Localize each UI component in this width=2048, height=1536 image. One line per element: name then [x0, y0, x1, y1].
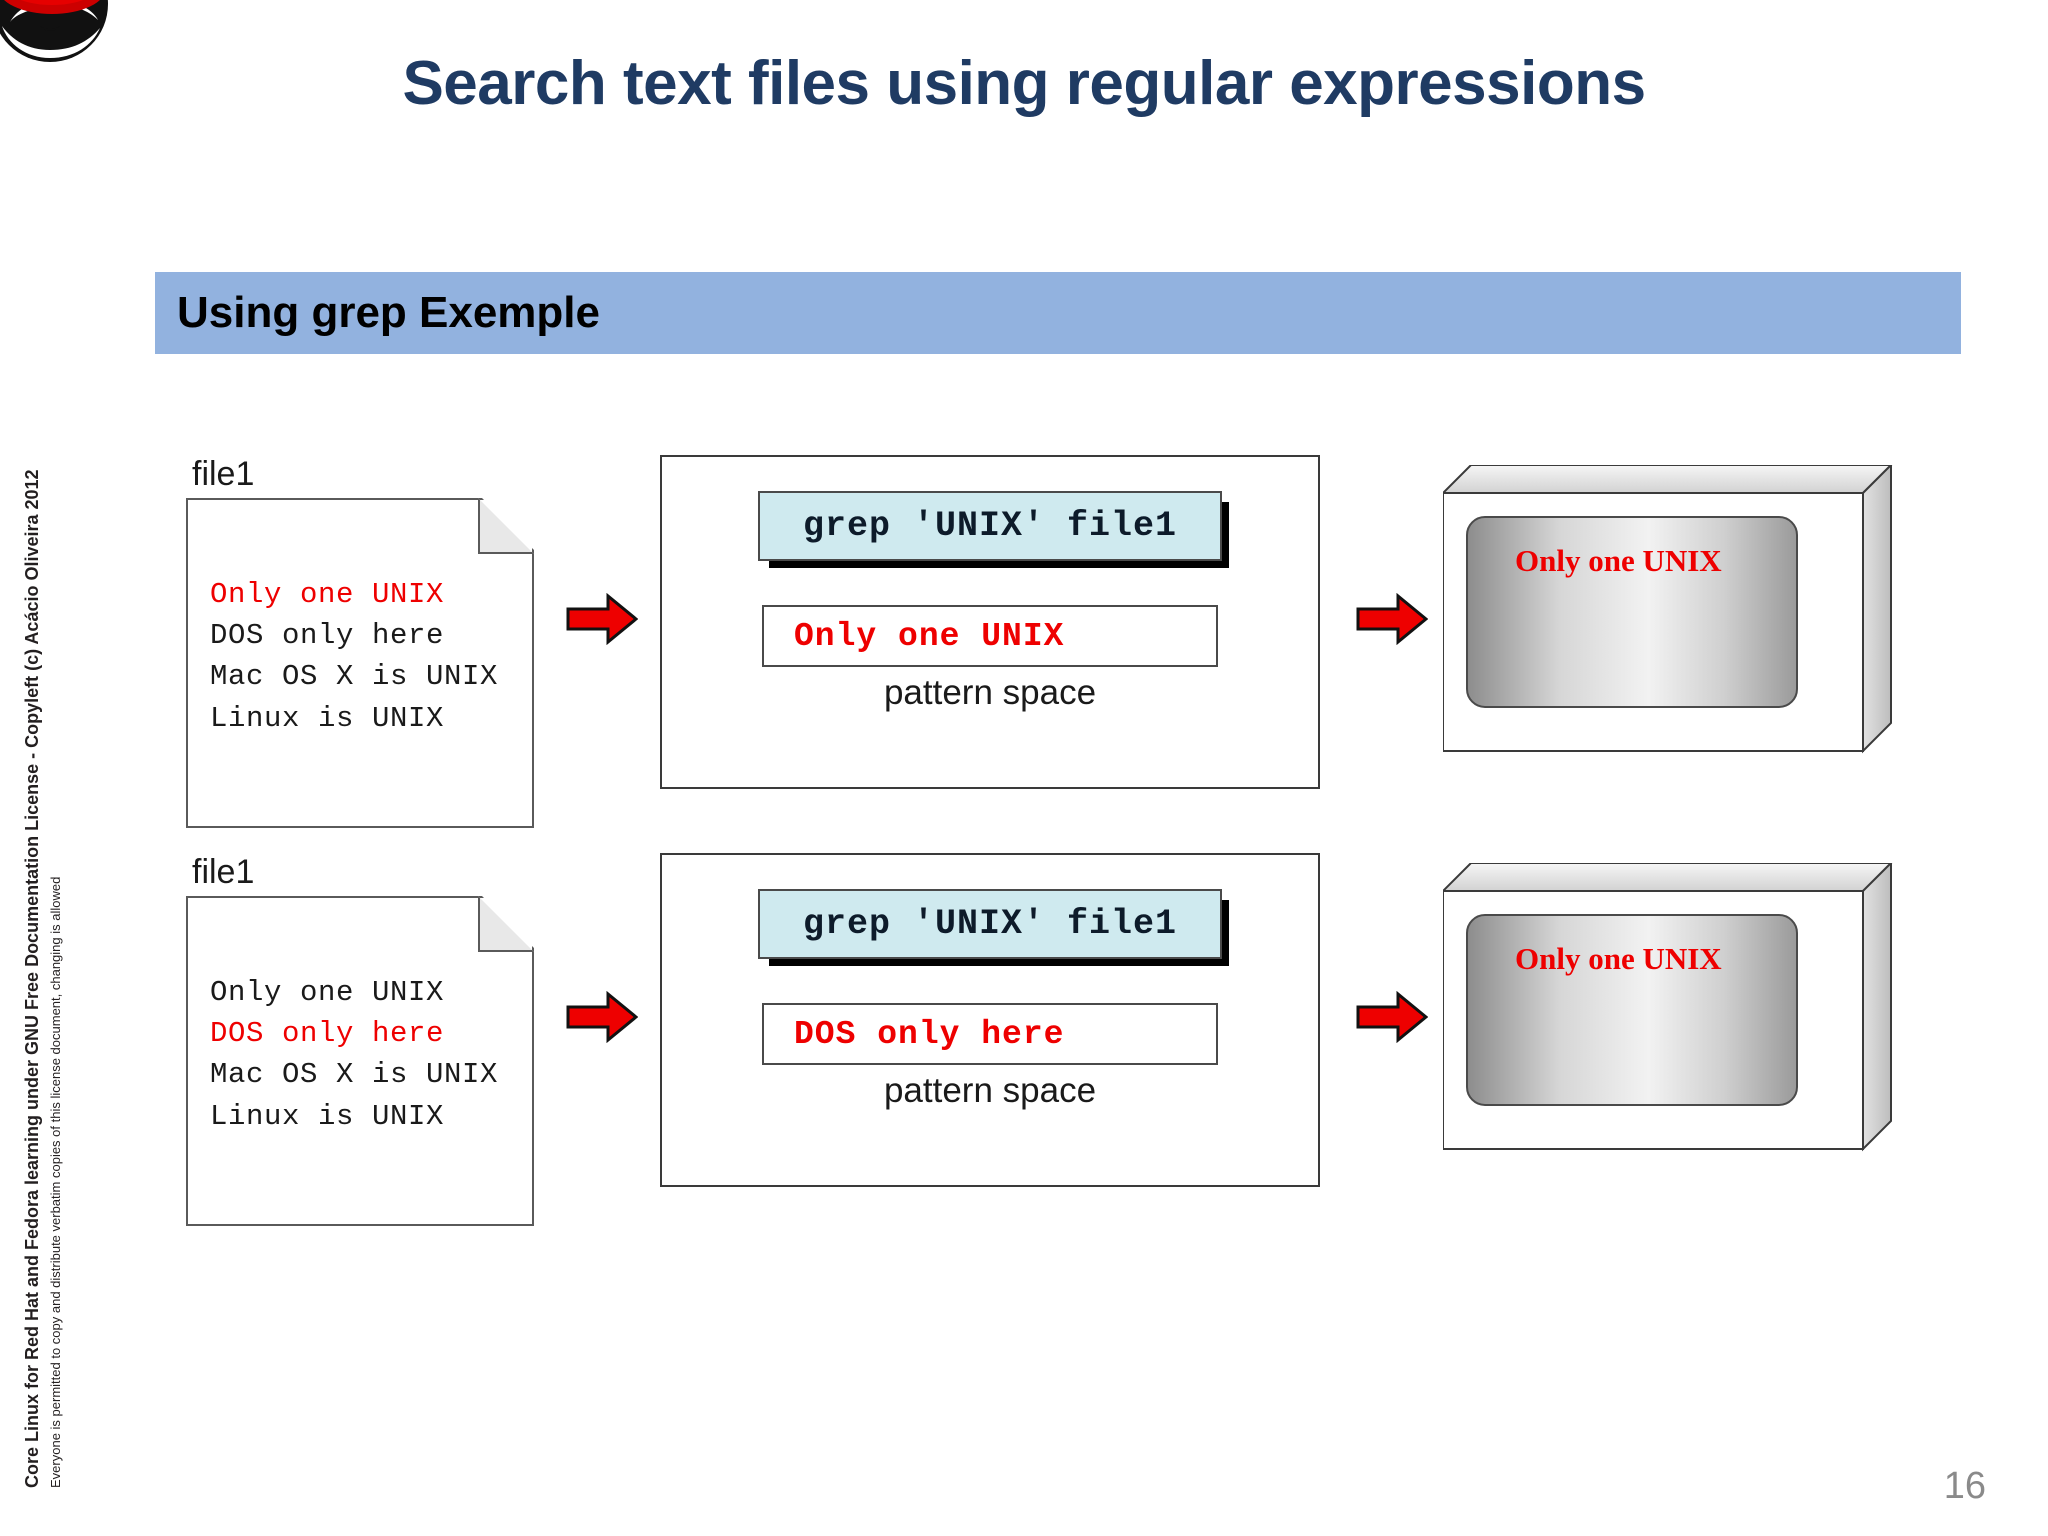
flow-row-1: file1 Only one UNIX DOS only here Mac OS…	[0, 455, 2048, 828]
page-fold-corner-icon	[478, 896, 534, 952]
doc-line: DOS only here	[210, 1017, 445, 1051]
arrow-right-icon	[1356, 991, 1428, 1043]
document-sheet-1: Only one UNIX DOS only here Mac OS X is …	[186, 498, 534, 828]
monitor-screen-text-1: Only one UNIX	[1515, 543, 1722, 578]
red-hat-logo	[0, 0, 128, 84]
section-header-bar: Using grep Exemple	[155, 272, 1961, 354]
page-fold-corner-icon	[478, 498, 534, 554]
grep-process-panel-2: grep 'UNIX' file1 DOS only here pattern …	[660, 853, 1320, 1187]
doc-line: Only one UNIX	[210, 578, 445, 611]
document-body-2	[186, 896, 534, 1226]
output-monitor-1: Only one UNIX	[1443, 465, 1893, 765]
pattern-space-label-1: pattern space	[883, 673, 1097, 712]
output-monitor-2: Only one UNIX	[1443, 863, 1893, 1163]
arrow-right-icon	[566, 593, 638, 645]
arrow-right-icon	[566, 991, 638, 1043]
grep-command-2: grep 'UNIX' file1	[758, 889, 1222, 959]
pattern-space-box-2: DOS only here	[762, 1003, 1218, 1065]
doc-line: Mac OS X is UNIX	[210, 660, 499, 694]
command-box-wrap-1: grep 'UNIX' file1	[758, 491, 1229, 568]
document-text-lines-2: Only one UNIX DOS only here Mac OS X is …	[210, 972, 524, 1137]
command-box-wrap-2: grep 'UNIX' file1	[758, 889, 1229, 966]
section-heading: Using grep Exemple	[177, 288, 601, 337]
file-label-1: file1	[192, 455, 255, 493]
doc-line: Linux is UNIX	[210, 701, 445, 735]
pattern-space-box-1: Only one UNIX	[762, 605, 1218, 667]
arrow-right-icon	[1356, 593, 1428, 645]
input-file-document-1: file1 Only one UNIX DOS only here Mac OS…	[186, 455, 536, 828]
page-number: 16	[1943, 1465, 1986, 1507]
pattern-space-label-2: pattern space	[883, 1071, 1097, 1110]
grep-process-panel-1: grep 'UNIX' file1 Only one UNIX pattern …	[660, 455, 1320, 789]
input-file-document-2: file1 Only one UNIX DOS only here Mac OS…	[186, 853, 536, 1226]
doc-line: Linux is UNIX	[210, 1099, 445, 1133]
flow-row-2: file1 Only one UNIX DOS only here Mac OS…	[0, 853, 2048, 1226]
document-body-1	[186, 498, 534, 828]
document-text-lines-1: Only one UNIX DOS only here Mac OS X is …	[210, 574, 524, 739]
file-label-2: file1	[192, 853, 255, 891]
document-sheet-2: Only one UNIX DOS only here Mac OS X is …	[186, 896, 534, 1226]
page-title: Search text files using regular expressi…	[402, 49, 1646, 118]
doc-line: Only one UNIX	[210, 976, 445, 1009]
grep-command-1: grep 'UNIX' file1	[758, 491, 1222, 561]
monitor-screen-text-2: Only one UNIX	[1515, 941, 1722, 976]
doc-line: Mac OS X is UNIX	[210, 1058, 499, 1092]
doc-line: DOS only here	[210, 619, 445, 653]
